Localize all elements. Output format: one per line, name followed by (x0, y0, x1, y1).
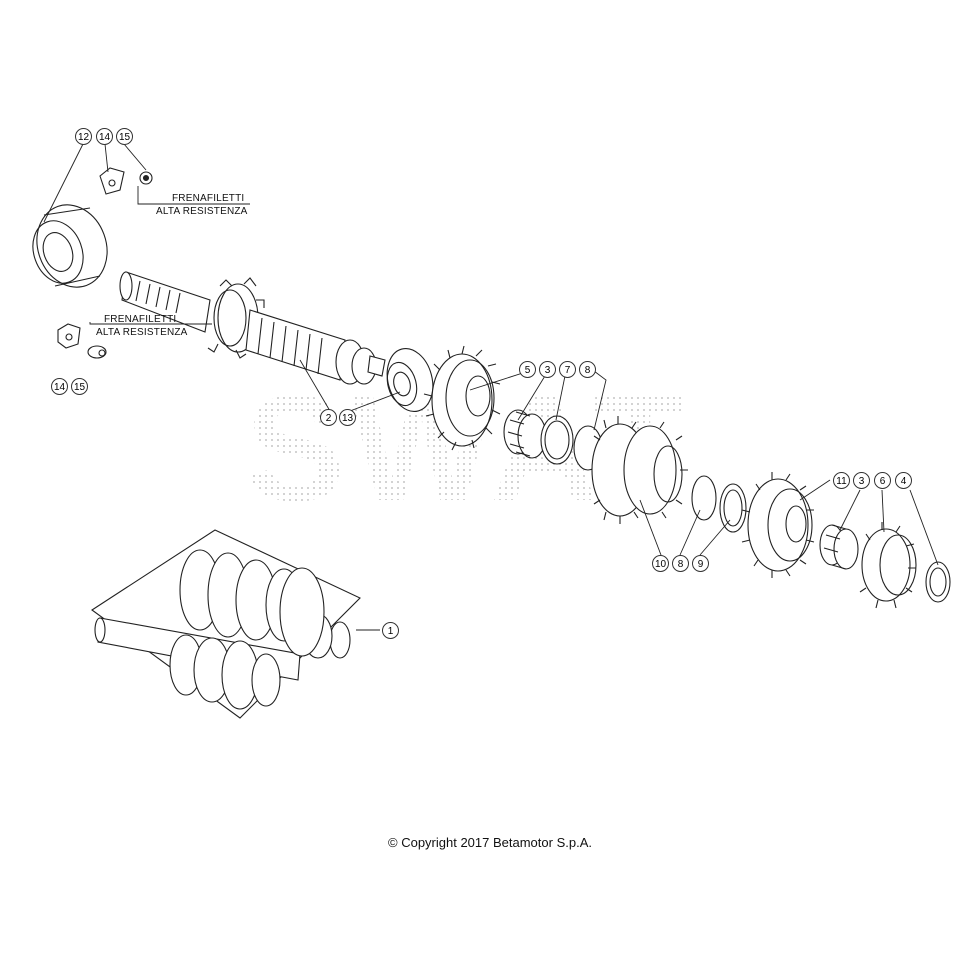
callout-10[interactable]: 10 (650, 553, 671, 574)
callout-5[interactable]: 5 (517, 359, 538, 380)
washer-7 (540, 415, 574, 465)
callout-15-top[interactable]: 15 (114, 126, 135, 147)
threadlock-note-top-line2: ALTA RESISTENZA (156, 206, 248, 217)
bolt-left (87, 345, 107, 359)
callout-3-lower[interactable]: 3 (851, 470, 872, 491)
bearing-12 (32, 204, 108, 288)
lock-plate-left (57, 323, 81, 349)
callout-14-top[interactable]: 14 (94, 126, 115, 147)
threadlock-note-left: FRENAFILETTI ALTA RESISTENZA (96, 313, 188, 339)
bearing-13 (386, 348, 434, 412)
callout-1[interactable]: 1 (380, 620, 401, 641)
copyright-notice: © Copyright 2017 Betamotor S.p.A. (388, 835, 592, 850)
threadlock-note-left-line1: FRENAFILETTI (104, 314, 177, 325)
gear-5 (423, 345, 501, 451)
callout-4[interactable]: 4 (893, 470, 914, 491)
circlip-8b (691, 475, 717, 521)
callout-11[interactable]: 11 (831, 470, 852, 491)
needle-bearing-3a (503, 409, 547, 459)
callout-15-left[interactable]: 15 (69, 376, 90, 397)
callout-2[interactable]: 2 (318, 407, 339, 428)
callout-9[interactable]: 9 (690, 553, 711, 574)
callout-8-upper[interactable]: 8 (577, 359, 598, 380)
callout-8-lower[interactable]: 8 (670, 553, 691, 574)
callout-13[interactable]: 13 (337, 407, 358, 428)
threadlock-note-top: FRENAFILETTI ALTA RESISTENZA (156, 192, 248, 218)
needle-bearing-3b (819, 524, 859, 570)
callout-6[interactable]: 6 (872, 470, 893, 491)
main-shaft (119, 271, 386, 385)
lock-plate-top (99, 167, 125, 195)
callout-12[interactable]: 12 (73, 126, 94, 147)
gearbox-assembly (94, 549, 351, 710)
gear-11 (741, 472, 815, 578)
double-gear-10 (591, 416, 688, 524)
callout-7[interactable]: 7 (557, 359, 578, 380)
callout-3-upper[interactable]: 3 (537, 359, 558, 380)
gear-6 (859, 522, 917, 609)
threadlock-note-left-line2: ALTA RESISTENZA (96, 327, 188, 338)
callout-14-left[interactable]: 14 (49, 376, 70, 397)
threadlock-note-top-line1: FRENAFILETTI (172, 193, 245, 204)
